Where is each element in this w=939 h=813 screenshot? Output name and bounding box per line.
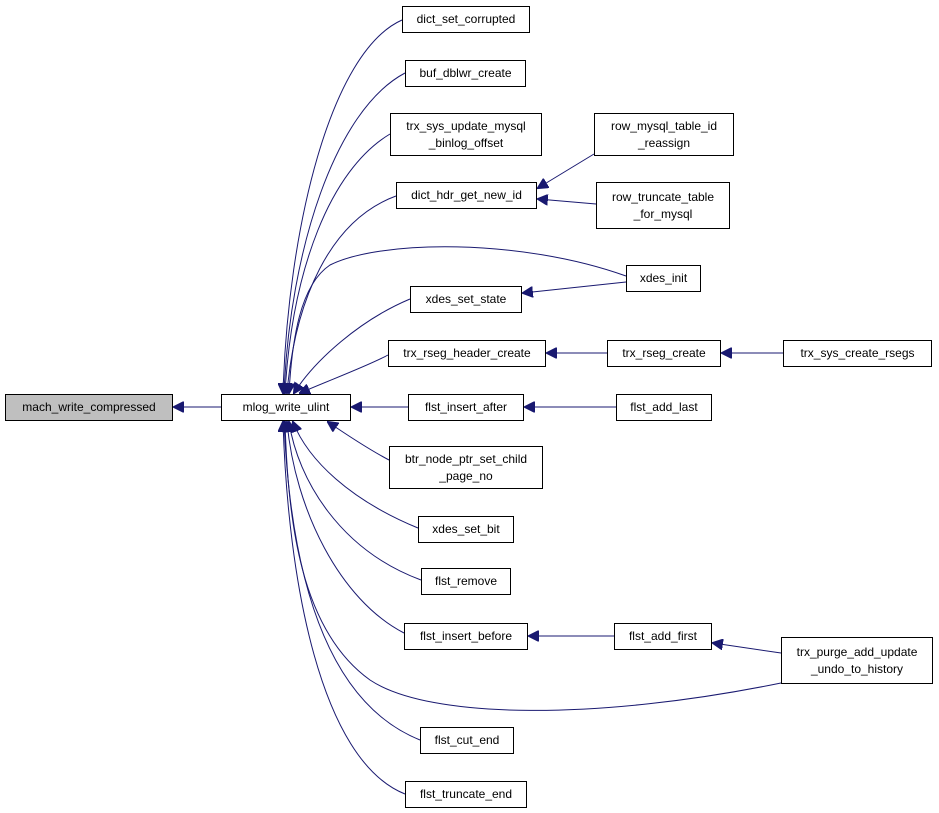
edge-flst-cut-end-to-mlog-write-ulint [284, 422, 421, 741]
node-trx-rseg-create[interactable]: trx_rseg_create [607, 340, 721, 367]
edge-buf-dblwr-create-to-mlog-write-ulint [284, 72, 406, 393]
edge-xdes-init-to-mlog-write-ulint [289, 246, 627, 393]
edge-xdes-set-bit-to-mlog-write-ulint [293, 422, 419, 529]
node-row-mysql-table-id-reassign[interactable]: row_mysql_table_id _reassign [594, 113, 734, 156]
node-xdes-set-state[interactable]: xdes_set_state [410, 286, 522, 313]
node-trx-rseg-header-create[interactable]: trx_rseg_header_create [388, 340, 546, 367]
node-flst-add-last[interactable]: flst_add_last [616, 394, 712, 421]
node-flst-insert-before[interactable]: flst_insert_before [404, 623, 528, 650]
edge-btr-node-ptr-set-child-page-no-to-mlog-write-ulint [328, 422, 390, 461]
node-dict-hdr-get-new-id[interactable]: dict_hdr_get_new_id [396, 182, 537, 209]
edge-xdes-set-state-to-mlog-write-ulint [294, 298, 411, 393]
edge-flst-insert-before-to-mlog-write-ulint [287, 422, 405, 634]
node-xdes-init[interactable]: xdes_init [626, 265, 701, 292]
node-flst-remove[interactable]: flst_remove [421, 568, 511, 595]
node-btr-node-ptr-set-child-page-no[interactable]: btr_node_ptr_set_child _page_no [389, 446, 543, 489]
edge-flst-remove-to-mlog-write-ulint [289, 422, 422, 581]
edge-trx-sys-update-mysql-binlog-offset-to-mlog-write-ulint [285, 133, 391, 393]
node-flst-insert-after[interactable]: flst_insert_after [408, 394, 524, 421]
edge-row-mysql-table-id-reassign-to-dict-hdr-get-new-id [538, 153, 595, 188]
node-mlog-write-ulint[interactable]: mlog_write_ulint [221, 394, 351, 421]
edge-dict-hdr-get-new-id-to-mlog-write-ulint [287, 195, 397, 393]
node-xdes-set-bit[interactable]: xdes_set_bit [418, 516, 514, 543]
node-trx-purge-add-update-undo-to-history[interactable]: trx_purge_add_update _undo_to_history [781, 637, 933, 684]
node-mach-write-compressed[interactable]: mach_write_compressed [5, 394, 173, 421]
node-dict-set-corrupted[interactable]: dict_set_corrupted [402, 6, 530, 33]
node-flst-add-first[interactable]: flst_add_first [614, 623, 712, 650]
node-trx-sys-update-mysql-binlog-offset[interactable]: trx_sys_update_mysql _binlog_offset [390, 113, 542, 156]
edge-trx-purge-add-update-undo-to-history-to-flst-add-first [713, 643, 782, 654]
node-trx-sys-create-rsegs[interactable]: trx_sys_create_rsegs [783, 340, 932, 367]
edge-xdes-init-to-xdes-set-state [523, 281, 627, 293]
edge-trx-rseg-header-create-to-mlog-write-ulint [300, 354, 389, 393]
edge-row-truncate-table-for-mysql-to-dict-hdr-get-new-id [538, 199, 597, 204]
edge-dict-set-corrupted-to-mlog-write-ulint [283, 19, 403, 393]
node-row-truncate-table-for-mysql[interactable]: row_truncate_table _for_mysql [596, 182, 730, 229]
edge-flst-truncate-end-to-mlog-write-ulint [283, 422, 406, 795]
node-flst-cut-end[interactable]: flst_cut_end [420, 727, 514, 754]
node-flst-truncate-end[interactable]: flst_truncate_end [405, 781, 527, 808]
node-buf-dblwr-create[interactable]: buf_dblwr_create [405, 60, 526, 87]
